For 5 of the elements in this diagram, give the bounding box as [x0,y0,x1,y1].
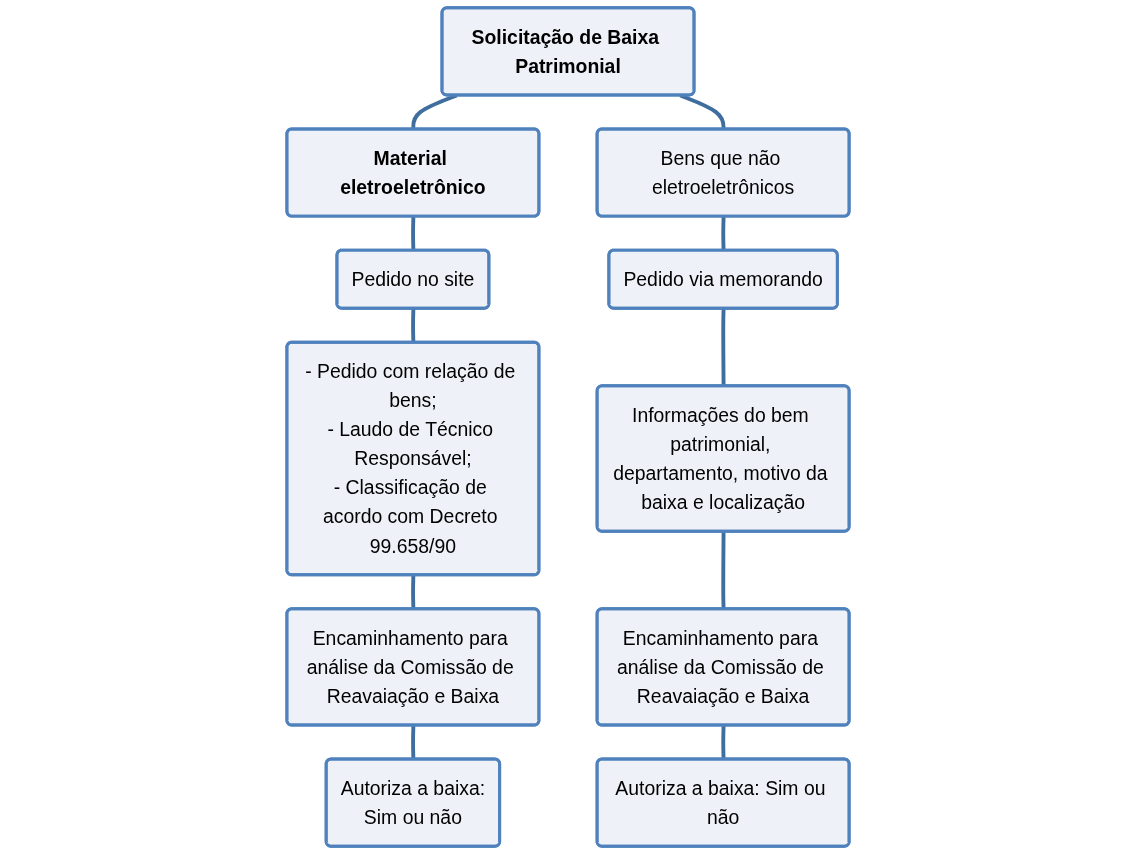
connector [410,725,415,760]
connector [410,216,415,251]
connector [410,308,415,343]
connector [720,216,725,251]
connector [720,725,725,760]
